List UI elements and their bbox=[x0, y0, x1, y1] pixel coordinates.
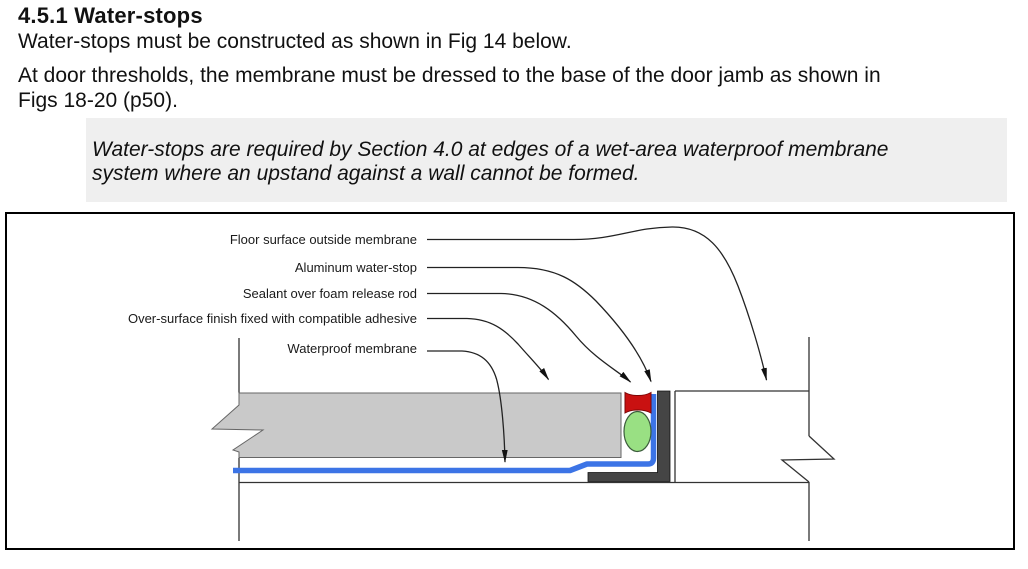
figure-label-waterproof-membrane: Waterproof membrane bbox=[287, 341, 417, 356]
figure-label-aluminum-water-stop: Aluminum water-stop bbox=[295, 260, 417, 275]
note-line-2: system where an upstand against a wall c… bbox=[92, 162, 640, 185]
break-symbol-right bbox=[780, 435, 836, 483]
leader-waterproof-membrane bbox=[427, 350, 508, 463]
waterproof-membrane-line bbox=[233, 394, 657, 474]
paragraph-1: Water-stops must be constructed as shown… bbox=[18, 30, 572, 53]
over-surface-finish-slab bbox=[210, 392, 622, 458]
paragraph-2-line-1: At door thresholds, the membrane must be… bbox=[18, 64, 881, 87]
figure-border bbox=[5, 212, 1015, 550]
figure-label-sealant: Sealant over foam release rod bbox=[243, 286, 417, 301]
leader-over-surface-finish bbox=[427, 317, 550, 381]
paragraph-2-line-2: Figs 18-20 (p50). bbox=[18, 89, 178, 112]
leader-sealant bbox=[427, 292, 632, 383]
aluminum-water-stop-angle bbox=[587, 390, 671, 482]
section-heading: 4.5.1 Water-stops bbox=[18, 3, 203, 28]
leader-lines bbox=[427, 226, 768, 463]
note-callout-box: Water-stops are required by Section 4.0 … bbox=[86, 118, 1007, 202]
sealant-bead bbox=[624, 391, 652, 414]
paragraph-2: At door thresholds, the membrane must be… bbox=[18, 63, 881, 113]
figure-label-floor-surface: Floor surface outside membrane bbox=[230, 232, 417, 247]
figure-label-over-surface-finish: Over-surface finish fixed with compatibl… bbox=[128, 311, 417, 326]
note-line-1: Water-stops are required by Section 4.0 … bbox=[92, 138, 889, 161]
leader-aluminum-water-stop bbox=[427, 266, 652, 383]
structure-lines bbox=[238, 337, 836, 541]
leader-floor-surface bbox=[427, 226, 768, 381]
foam-release-rod bbox=[623, 410, 652, 453]
